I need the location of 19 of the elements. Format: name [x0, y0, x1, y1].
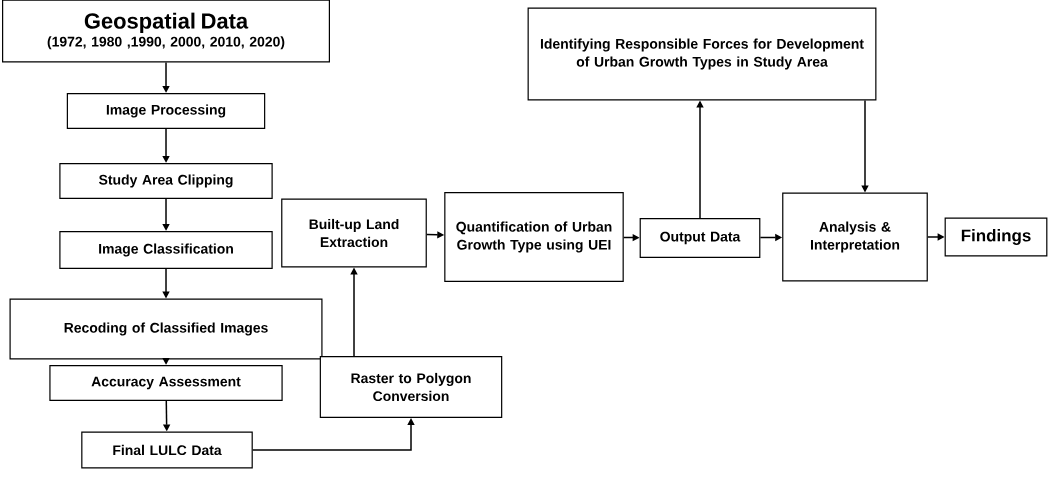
process-box: Study Area Clipping	[59, 162, 273, 200]
process-box: Image Processing	[66, 92, 266, 130]
process-box: Accuracy Assessment	[49, 364, 283, 402]
arrow	[252, 418, 415, 451]
process-box: Built-up Land Extraction	[281, 198, 427, 268]
arrow	[162, 357, 170, 365]
process-box: Identifying Responsible Forces for Development of Urban Growth Types in Study Area	[527, 7, 877, 101]
process-box: Final LULC Data	[81, 431, 253, 469]
process-box: Geospatial Data (1972, 1980 ,1990, 2000, 2010, 2020)	[2, 0, 330, 63]
arrow	[162, 128, 170, 163]
process-box: Image Classification	[59, 230, 273, 270]
process-box: Findings	[944, 217, 1048, 257]
process-box: Raster to Polygon Conversion	[319, 356, 503, 418]
process-box: Output Data	[639, 217, 761, 259]
arrow	[162, 61, 170, 93]
process-box: Analysis & Interpretation	[782, 192, 928, 282]
process-box: Recoding of Classified Images	[9, 298, 323, 360]
arrow	[162, 198, 170, 231]
process-box: Quantification of Urban Growth Type using UEI	[444, 192, 624, 282]
